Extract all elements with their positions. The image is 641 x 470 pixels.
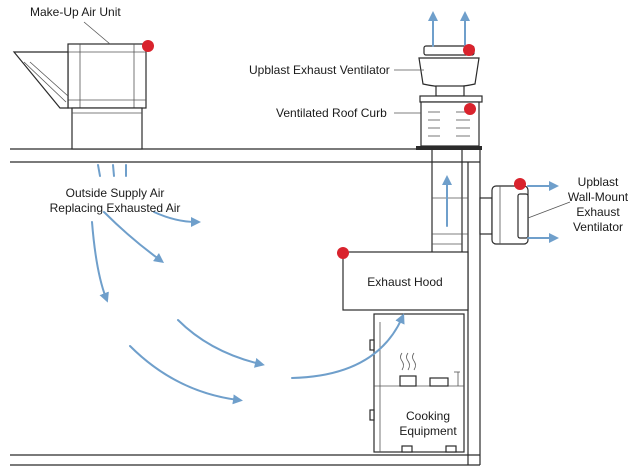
airflow-arrows	[91, 11, 559, 405]
exhaust-hood-dot	[337, 247, 349, 259]
label-wall-mount-line3: Exhaust	[576, 205, 620, 219]
wall-mount-exhaust-ventilator	[479, 185, 529, 245]
label-exhaust-hood: Exhaust Hood	[367, 275, 442, 289]
marker-dots	[142, 40, 526, 259]
label-makeup-air-unit: Make-Up Air Unit	[30, 5, 121, 19]
wall-mount-dot	[514, 178, 526, 190]
exhaust-hood	[342, 251, 469, 311]
upblast-ventilator-dot	[463, 44, 475, 56]
makeup-air-unit	[12, 43, 147, 150]
label-outside-supply-air: Outside Supply Air	[66, 186, 165, 200]
label-ventilated-roof-curb: Ventilated Roof Curb	[276, 106, 387, 120]
label-wall-mount-line4: Ventilator	[573, 220, 623, 234]
label-cooking: Cooking	[406, 409, 450, 423]
roof-curb-dot	[464, 103, 476, 115]
label-equipment: Equipment	[399, 424, 457, 438]
pot-icon	[399, 375, 417, 387]
floor	[10, 454, 480, 466]
steam-icon	[400, 352, 416, 371]
exterior-wall	[467, 149, 481, 465]
leader-lines	[83, 21, 571, 219]
upblast-exhaust-ventilator	[418, 45, 483, 103]
makeup-air-unit-dot	[142, 40, 154, 52]
cooking-equipment	[369, 313, 465, 453]
label-wall-mount-line1: Upblast	[578, 175, 619, 189]
label-upblast-exhaust-ventilator: Upblast Exhaust Ventilator	[249, 63, 390, 77]
label-wall-mount-line2: Wall-Mount	[568, 190, 629, 204]
exhaust-duct	[431, 146, 468, 252]
label-replacing-exhausted-air: Replacing Exhausted Air	[50, 201, 181, 215]
